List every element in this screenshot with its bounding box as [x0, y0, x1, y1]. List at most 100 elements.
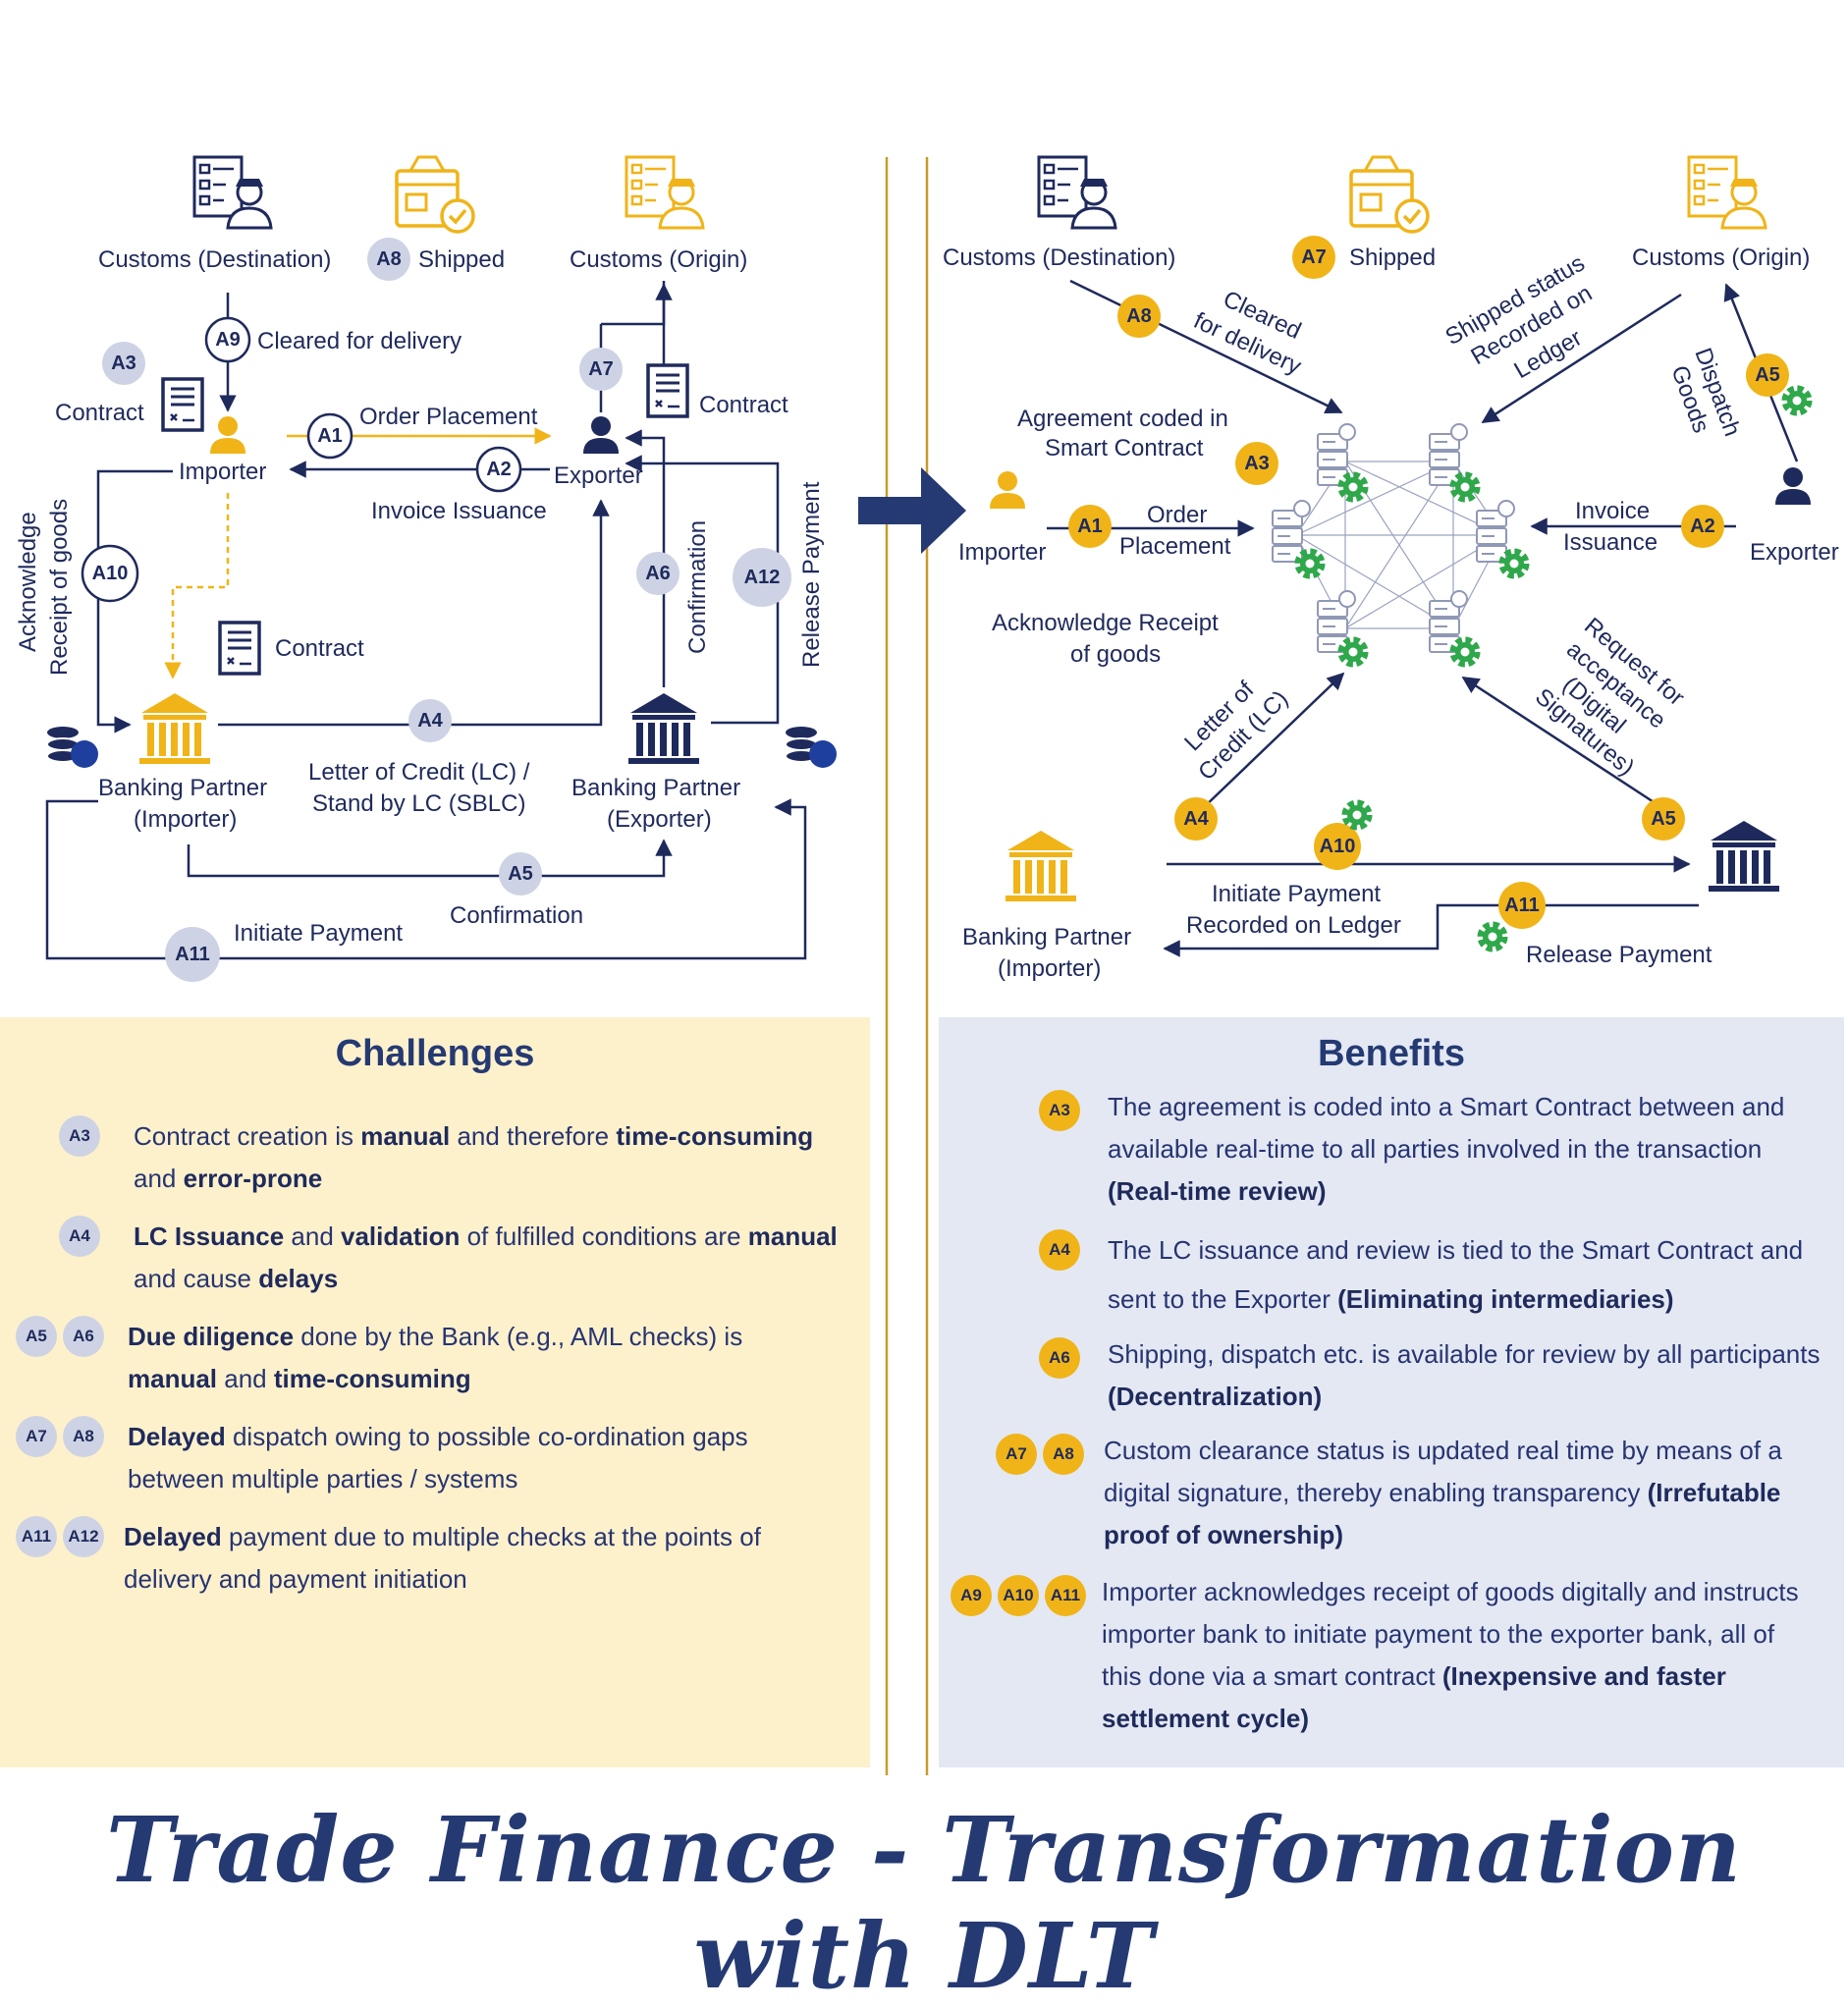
benefit-4-text: Custom clearance status is updated real … [1104, 1436, 1782, 1549]
badge-a2-text: A2 [486, 459, 512, 480]
benefit-item-3: A6 Shipping, dispatch etc. is available … [1039, 1333, 1834, 1418]
contract-icon-3 [218, 621, 261, 676]
bank-importer-icon [139, 693, 210, 764]
badge-a11 [165, 927, 220, 982]
transformation-arrow [858, 467, 966, 554]
badge-a9-text: A9 [215, 329, 241, 351]
right-release-arrow [1163, 903, 1699, 957]
challenge-item-1: A3 Contract creation is manual and there… [59, 1115, 844, 1200]
badge-a10 [81, 544, 139, 603]
benefit-5-text: Importer acknowledges receipt of goods d… [1102, 1577, 1799, 1733]
left-ack-label-2: Receipt of goods [46, 499, 73, 676]
gear-icon-dispatch [1786, 390, 1808, 411]
badge-a7-text: A7 [588, 358, 614, 380]
left-contract-label-2: Contract [699, 392, 788, 418]
trade-finance-diagram: Customs (Destination) A8 Shipped Customs… [15, 155, 1839, 1775]
customs-origin-icon [625, 155, 705, 230]
right-badge-a10 [1314, 823, 1361, 870]
badge-a2 [475, 446, 522, 493]
benefit-2-badges: A4 [1039, 1225, 1108, 1271]
badge-a3 [102, 342, 145, 385]
badge-a8-text: A8 [376, 248, 402, 270]
badge-a9 [204, 316, 251, 363]
left-lc-line2: Stand by LC (SBLC) [312, 790, 525, 817]
right-badge-a3 [1235, 442, 1278, 485]
page-title: Trade Finance - Transformation with DLT [106, 1797, 1742, 2009]
a7-arrow [601, 283, 673, 326]
left-initiate-label: Initiate Payment [234, 920, 403, 947]
badge-a7 [579, 348, 623, 391]
right-importer-icon [990, 471, 1025, 509]
right-importer-label: Importer [958, 539, 1046, 566]
right-badge-a8 [1117, 295, 1161, 338]
importer-icon [210, 416, 245, 454]
contract-icon-2 [646, 363, 689, 418]
right-badge-a8-text: A8 [1126, 305, 1152, 327]
right-badge-a7 [1292, 236, 1335, 279]
left-bank-importer-line2: (Importer) [134, 806, 237, 833]
bottom-confirmation-arrow [187, 839, 673, 878]
badge-a5-text: A5 [508, 863, 533, 885]
right-invoice-label-2: Issuance [1563, 529, 1658, 556]
challenge-3-badge-2: A6 [63, 1316, 104, 1357]
right-ack-label-1: Acknowledge Receipt [992, 610, 1219, 636]
badge-a1-text: A1 [317, 425, 343, 447]
challenge-4-badge-2: A8 [63, 1416, 104, 1457]
left-confirmation-bottom-label: Confirmation [450, 902, 583, 929]
gear-icon-a10 [1346, 804, 1368, 826]
benefit-3-badge: A6 [1039, 1337, 1080, 1379]
left-confirmation-label: Confirmation [684, 520, 711, 654]
challenge-3-badge-1: A5 [16, 1316, 57, 1357]
left-diagram: Customs (Destination) A8 Shipped Customs… [15, 155, 838, 982]
benefit-3-badges: A6 [1039, 1333, 1108, 1379]
right-cleared-arrow [1069, 279, 1343, 414]
challenge-1-text: Contract creation is manual and therefor… [134, 1121, 814, 1193]
challenge-3-text: Due diligence done by the Bank (e.g., AM… [128, 1322, 743, 1393]
right-badge-a5-top [1746, 353, 1789, 397]
left-contract-label-1: Contract [55, 400, 144, 426]
left-shipped-label: Shipped [418, 246, 505, 273]
shipped-status-arrow [1481, 293, 1682, 424]
badge-a10-text: A10 [92, 563, 129, 584]
badge-a12 [733, 548, 791, 607]
right-badge-a7-text: A7 [1301, 246, 1327, 268]
left-importer-label: Importer [179, 459, 266, 485]
benefits-panel: Benefits A3 The agreement is coded into … [939, 1017, 1844, 1767]
right-diagram: Customs (Destination) A7 Shipped Customs… [943, 155, 1839, 982]
left-contract-label-3: Contract [275, 635, 364, 662]
left-invoice-label: Invoice Issuance [371, 498, 547, 524]
left-customs-origin-label: Customs (Origin) [570, 246, 747, 273]
benefit-item-1: A3 The agreement is coded into a Smart C… [1039, 1086, 1834, 1213]
challenge-5-badge-2: A12 [63, 1516, 104, 1557]
confirmation-arrow [625, 429, 666, 687]
challenge-5-badge-1: A11 [16, 1516, 57, 1557]
right-customs-destination-icon [1037, 155, 1117, 230]
right-badge-a11 [1498, 882, 1546, 929]
right-bank-label-2: (Importer) [998, 955, 1101, 982]
challenges-panel: Challenges A3 Contract creation is manua… [0, 1017, 870, 1767]
customs-destination-icon [192, 155, 273, 230]
right-badge-a2-text: A2 [1690, 516, 1715, 537]
benefit-4-badge-2: A8 [1043, 1434, 1084, 1475]
left-customs-destination-label: Customs (Destination) [98, 246, 331, 273]
right-order-label-1: Order [1147, 502, 1207, 528]
right-shipped-label: Shipped [1349, 244, 1436, 271]
left-cleared-label: Cleared for delivery [257, 328, 462, 354]
benefit-1-badges: A3 [1039, 1086, 1108, 1131]
right-shipped-parcel-icon [1349, 155, 1430, 234]
agreement-label-2: Smart Contract [1045, 435, 1204, 462]
left-lc-line1: Letter of Credit (LC) / [308, 759, 530, 786]
request-acceptance-arrow [1461, 676, 1668, 813]
badge-a5 [499, 852, 542, 896]
benefit-5-badge-2: A10 [998, 1575, 1039, 1616]
coins-icon-left [46, 726, 99, 769]
right-exporter-label: Exporter [1750, 539, 1839, 566]
benefit-5-badge-1: A9 [951, 1575, 992, 1616]
right-badge-a4-text: A4 [1183, 808, 1209, 830]
shipped-parcel-icon [395, 155, 475, 234]
left-bank-importer-line1: Banking Partner [98, 775, 267, 801]
